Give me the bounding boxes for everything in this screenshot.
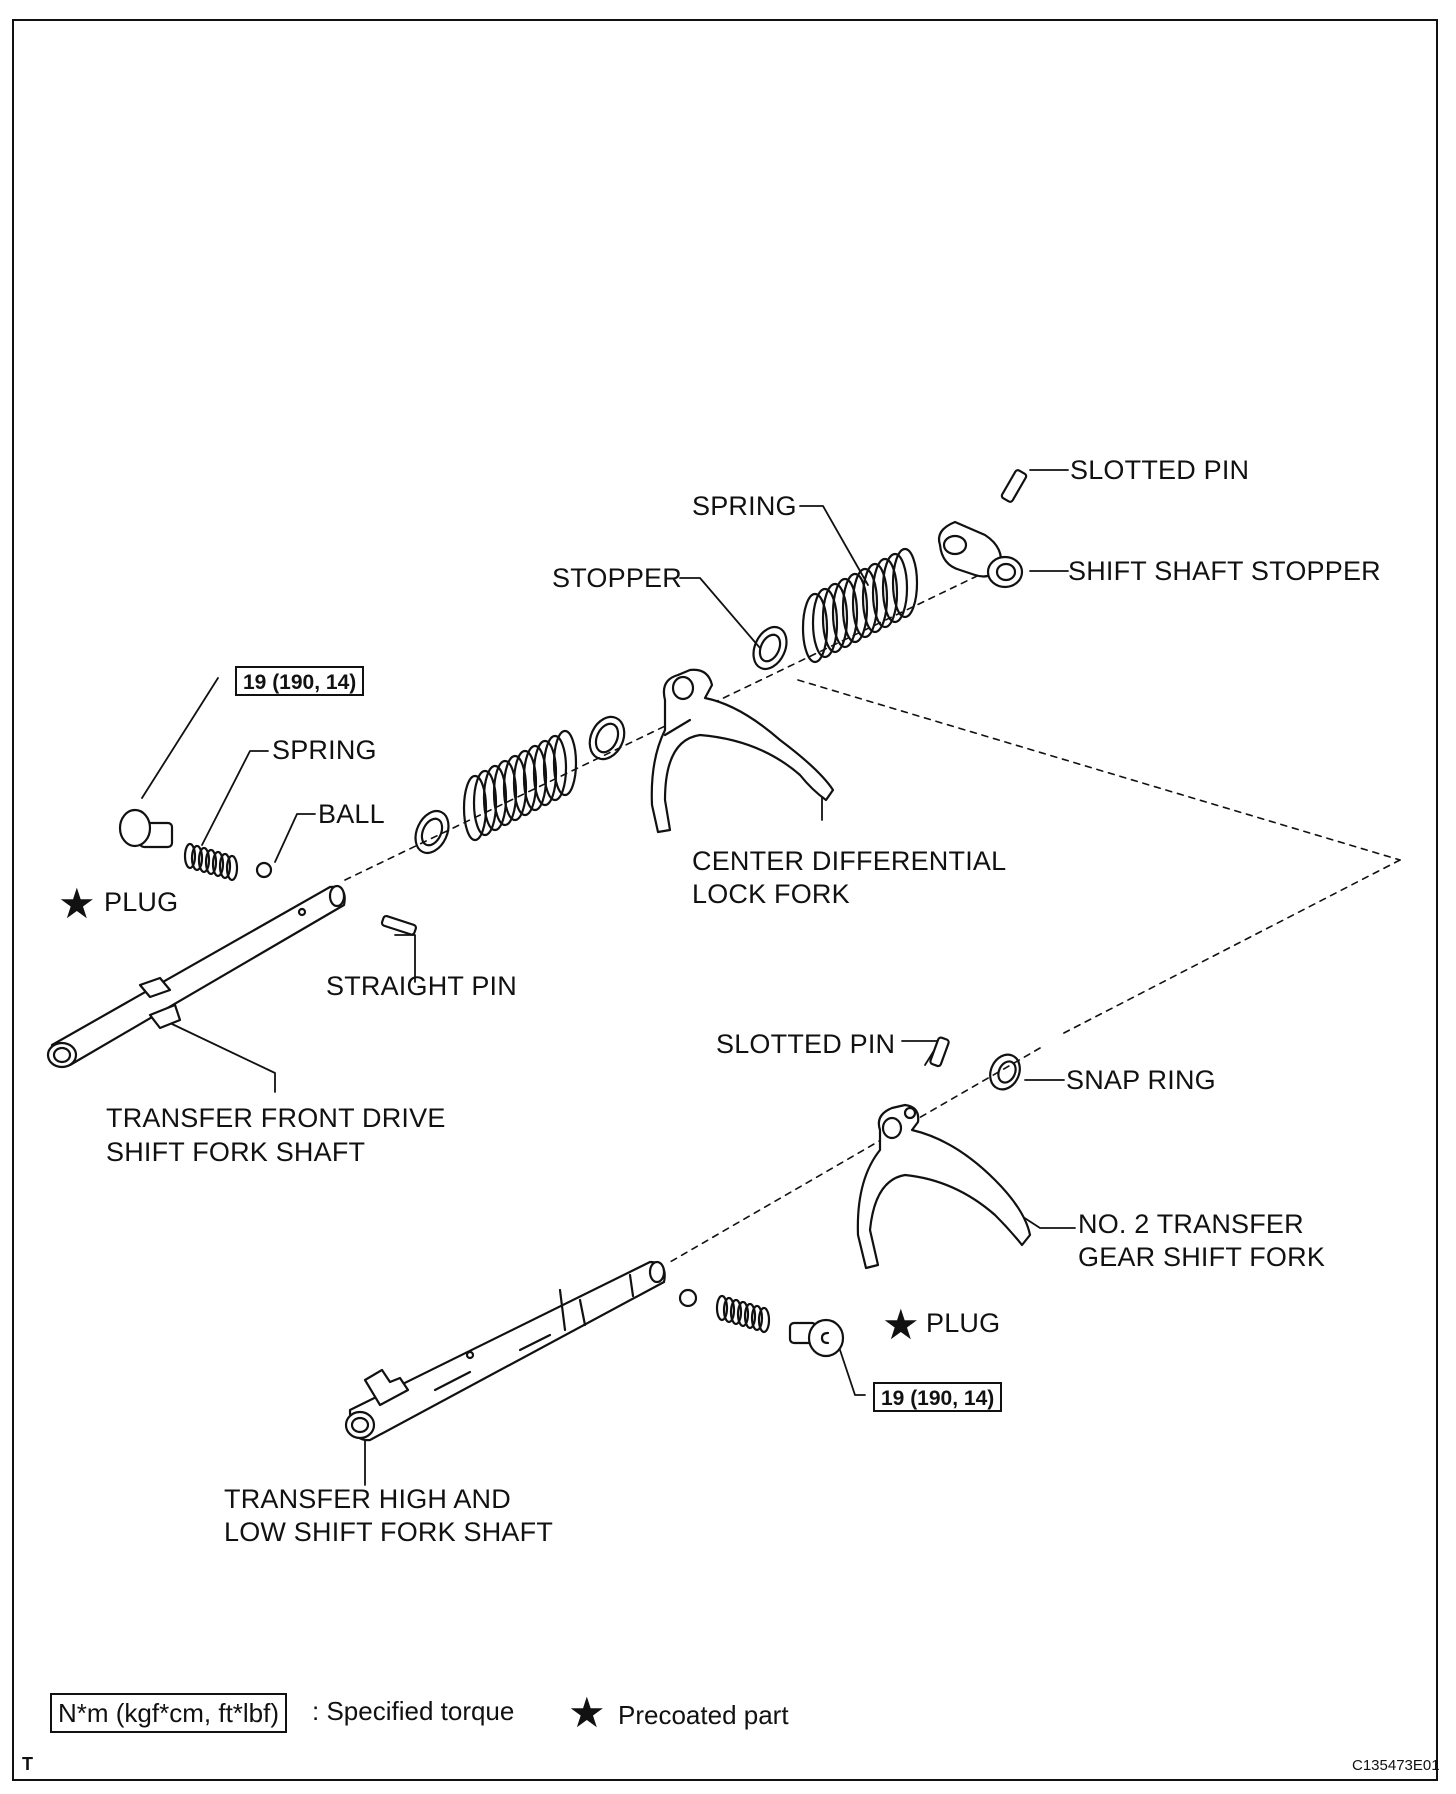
label-ball: BALL	[318, 799, 385, 829]
label-slotted-pin-top: SLOTTED PIN	[1070, 455, 1250, 485]
high-low-shaft-part	[344, 1260, 666, 1442]
label-stopper: STOPPER	[552, 563, 682, 593]
legend-star-icon: ★	[568, 1689, 606, 1736]
figure-code: C135473E01	[1352, 1757, 1440, 1774]
diagram-frame	[12, 19, 1438, 1781]
spring-left-part	[183, 842, 239, 882]
label-spring-top: SPRING	[692, 491, 797, 521]
leader-lines	[141, 469, 1076, 1486]
label-no2-fork-1: NO. 2 TRANSFER	[1078, 1209, 1304, 1239]
snap-ring-part	[989, 1053, 1021, 1091]
center-diff-lock-fork-part	[650, 668, 835, 834]
assembly-axis-lines	[344, 564, 1401, 1263]
label-no2-fork-2: GEAR SHIFT FORK	[1078, 1242, 1326, 1272]
label-plug-top: PLUG	[104, 887, 179, 917]
torque-spec-top: 19 (190, 14)	[235, 666, 365, 696]
label-straight-pin: STRAIGHT PIN	[326, 971, 517, 1001]
plug-top-part	[118, 808, 174, 849]
label-plug-bottom: PLUG	[926, 1308, 1001, 1338]
ring-upper-part	[588, 715, 626, 761]
label-shift-shaft-stopper: SHIFT SHAFT STOPPER	[1068, 556, 1381, 586]
label-high-low-shaft-2: LOW SHIFT FORK SHAFT	[224, 1517, 554, 1547]
legend-torque-text: : Specified torque	[312, 1696, 515, 1726]
spring-upper-part	[462, 729, 578, 842]
torque-spec-bottom: 19 (190, 14)	[873, 1382, 1003, 1412]
front-drive-shaft-part	[46, 884, 346, 1069]
precoated-star-icon-top: ★	[58, 880, 96, 927]
legend-torque-box: N*m (kgf*cm, ft*lbf)	[50, 1693, 288, 1733]
label-snap-ring: SNAP RING	[1066, 1065, 1216, 1095]
legend-precoated-text: Precoated part	[618, 1700, 789, 1730]
ball-bottom-part	[678, 1288, 698, 1308]
plug-bottom-part	[788, 1318, 845, 1358]
precoated-star-icon-bottom: ★	[882, 1301, 920, 1348]
ball-top-part	[255, 861, 273, 879]
stopper-part	[752, 625, 788, 671]
spring-bottom-part	[715, 1294, 771, 1334]
spring-top-part	[801, 547, 919, 664]
slotted-pin-top-part	[1000, 469, 1028, 503]
shift-shaft-stopper-part	[937, 520, 1024, 589]
label-front-drive-shaft-1: TRANSFER FRONT DRIVE	[106, 1103, 446, 1133]
label-front-drive-shaft-2: SHIFT FORK SHAFT	[106, 1137, 366, 1167]
label-center-diff-fork-2: LOCK FORK	[692, 879, 850, 909]
label-slotted-pin-bottom: SLOTTED PIN	[716, 1029, 896, 1059]
ring-left-part	[414, 809, 450, 855]
footer-letter: T	[22, 1754, 33, 1774]
label-center-diff-fork-1: CENTER DIFFERENTIAL	[692, 846, 1007, 876]
slotted-pin-bottom-part	[929, 1036, 950, 1068]
straight-pin-part	[380, 914, 417, 936]
label-high-low-shaft-1: TRANSFER HIGH AND	[224, 1484, 511, 1514]
no2-transfer-fork-part	[856, 1103, 1032, 1270]
label-spring-left: SPRING	[272, 735, 377, 765]
